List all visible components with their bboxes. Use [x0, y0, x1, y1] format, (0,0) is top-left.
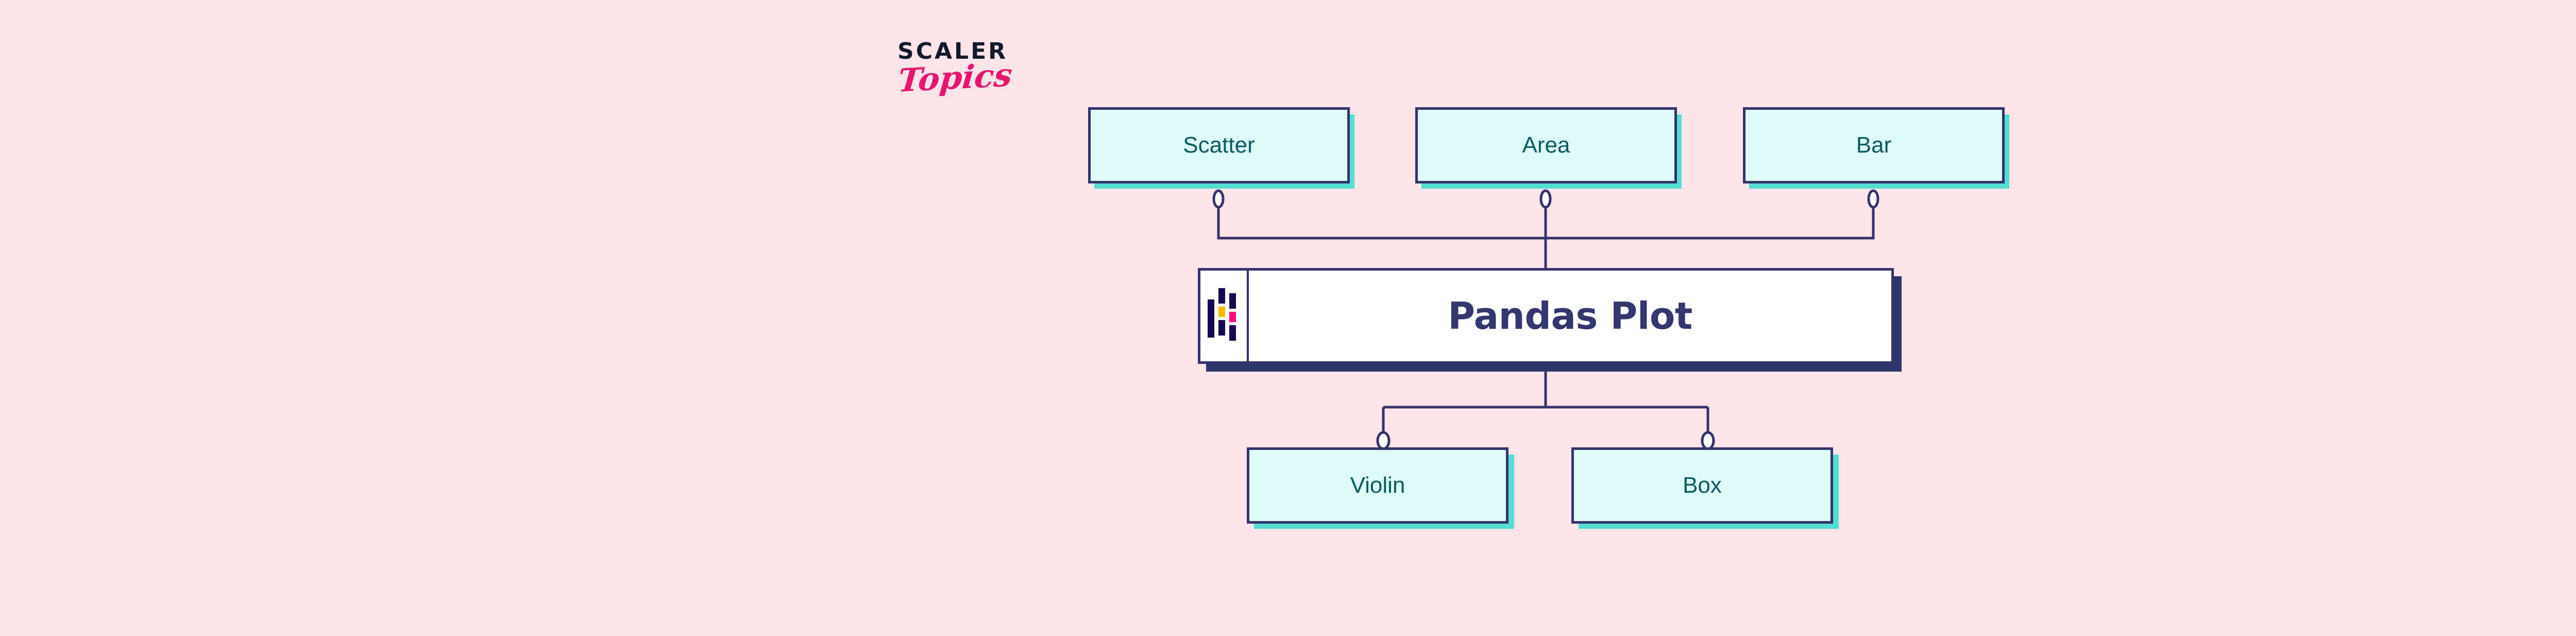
node-violin[interactable]: Violin	[1247, 447, 1509, 524]
scaler-topics-logo: SCALER Topics	[896, 38, 1052, 107]
connector-dot-violin	[1376, 431, 1391, 450]
node-label-bar: Bar	[1856, 132, 1892, 158]
pandas-logo-icon	[1200, 271, 1249, 361]
node-area[interactable]: Area	[1415, 107, 1677, 183]
connector-dot-area	[1539, 189, 1552, 209]
center-title-wrapper: Pandas Plot	[1249, 271, 1891, 361]
node-label-scatter: Scatter	[1183, 132, 1255, 158]
node-label-area: Area	[1522, 132, 1570, 158]
node-bar[interactable]: Bar	[1743, 107, 2005, 183]
node-label-box: Box	[1683, 473, 1722, 498]
center-title: Pandas Plot	[1448, 294, 1692, 338]
node-box[interactable]: Box	[1571, 447, 1833, 524]
logo-wordmark-scaler: SCALER	[897, 38, 1008, 64]
node-label-violin: Violin	[1350, 473, 1405, 498]
connector-dot-scatter	[1212, 189, 1225, 209]
connector-dot-box	[1701, 431, 1715, 450]
node-scatter[interactable]: Scatter	[1088, 107, 1350, 183]
logo-wordmark-topics: Topics	[896, 56, 1014, 99]
connector-dot-bar	[1867, 189, 1879, 209]
center-node-pandas-plot[interactable]: Pandas Plot	[1198, 268, 1894, 364]
